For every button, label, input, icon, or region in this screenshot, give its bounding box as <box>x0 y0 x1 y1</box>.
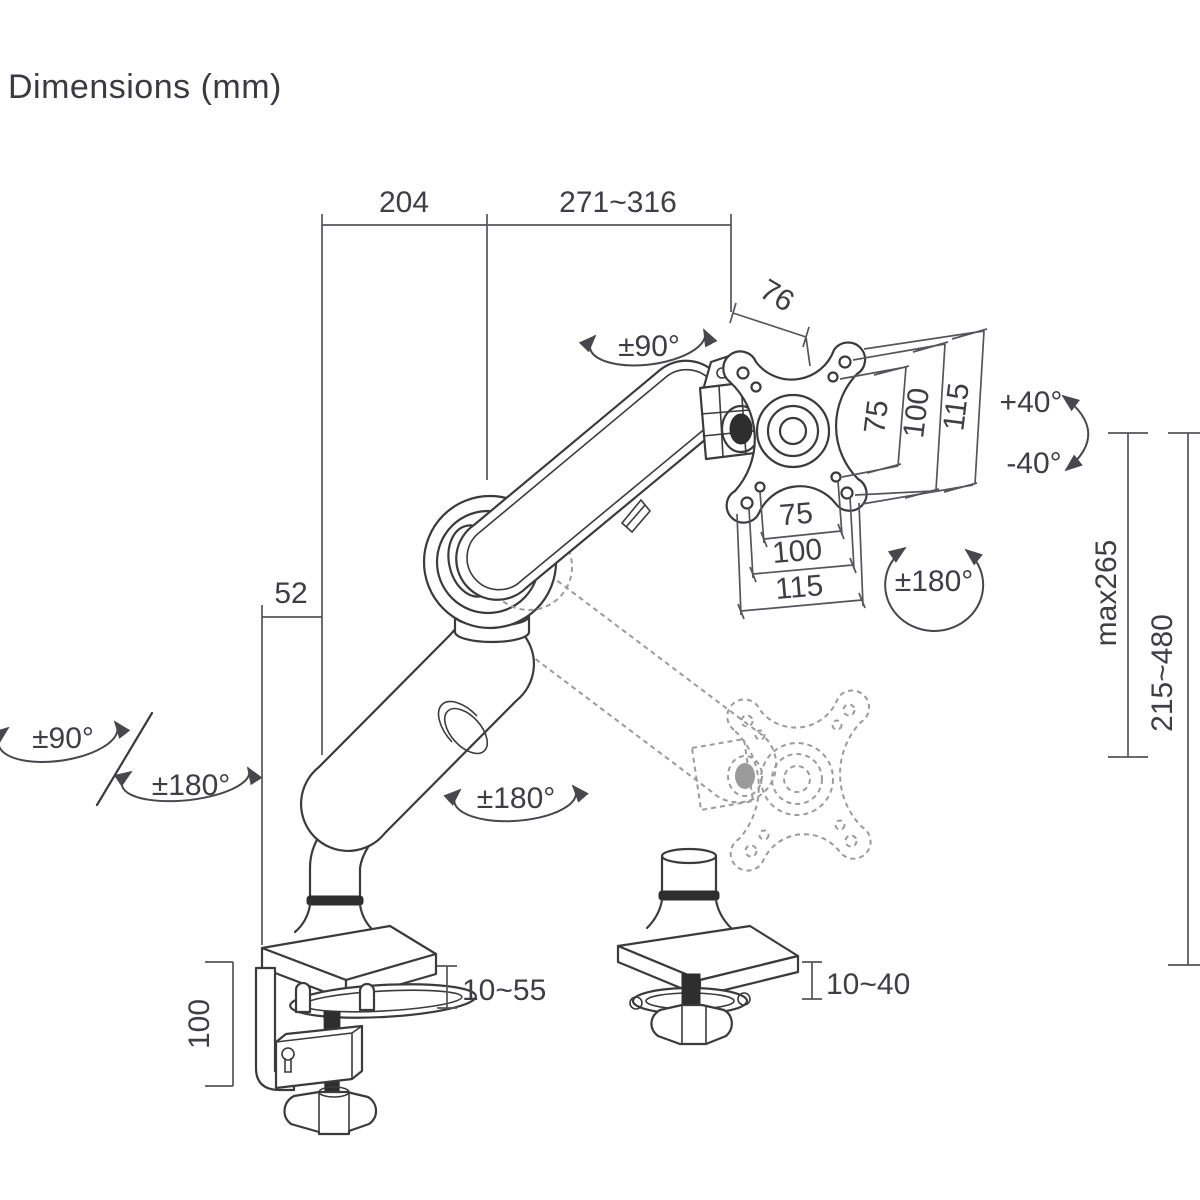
dim-top-width: 204 271~316 <box>321 186 732 755</box>
desk-clamp-base <box>254 825 477 1136</box>
dim-clamp-height: 100 <box>183 961 234 1087</box>
vesa-v-100: 100 <box>897 386 936 440</box>
dim-head-depth-label: 76 <box>754 273 800 318</box>
grommet-range-label: 10~40 <box>826 968 910 1001</box>
dim-arm-front-label: 204 <box>379 186 429 219</box>
vesa-h-75: 75 <box>778 497 814 533</box>
height-range-label: 215~480 <box>1146 614 1179 732</box>
dim-tilt: +40° -40° <box>1000 386 1090 480</box>
dim-grommet-range: 10~40 <box>802 961 910 1001</box>
vesa-h-100: 100 <box>771 533 824 570</box>
clamp-range-label: 10~55 <box>462 974 546 1007</box>
dim-clamp-range: 10~55 <box>437 965 546 1009</box>
page-title: Dimensions (mm) <box>8 68 282 106</box>
upper-arm <box>455 359 729 601</box>
lower-arm <box>300 616 535 852</box>
dim-pole-offset-label: 52 <box>274 577 307 610</box>
base-swivel-label: ±90° <box>32 722 94 755</box>
dim-vesa-vertical: 75 100 115 <box>839 328 988 505</box>
dim-pole-offset: 52 <box>261 577 322 945</box>
base-rotate-label: ±180° <box>152 769 231 802</box>
vesa-rotate-label: ±180° <box>895 565 974 598</box>
tilt-down-label: -40° <box>1006 447 1061 480</box>
height-max-label: max265 <box>1090 540 1123 647</box>
vesa-v-115: 115 <box>937 381 976 432</box>
grommet-base <box>616 847 800 1046</box>
rotation-annotations: ±90° ±180° ±180° ±90° ±180° <box>0 328 985 823</box>
arm-rotate-label: ±180° <box>477 782 556 815</box>
clamp-height-label: 100 <box>183 999 216 1049</box>
vesa-h-115: 115 <box>774 569 825 606</box>
dim-arm-rear-label: 271~316 <box>559 186 677 219</box>
dim-vesa-horizontal: 75 100 115 <box>736 480 866 620</box>
vesa-v-75: 75 <box>858 398 895 435</box>
tilt-up-label: +40° <box>1000 386 1063 419</box>
head-swivel-label: ±90° <box>618 330 680 363</box>
dim-height: max265 215~480 <box>1090 432 1200 966</box>
